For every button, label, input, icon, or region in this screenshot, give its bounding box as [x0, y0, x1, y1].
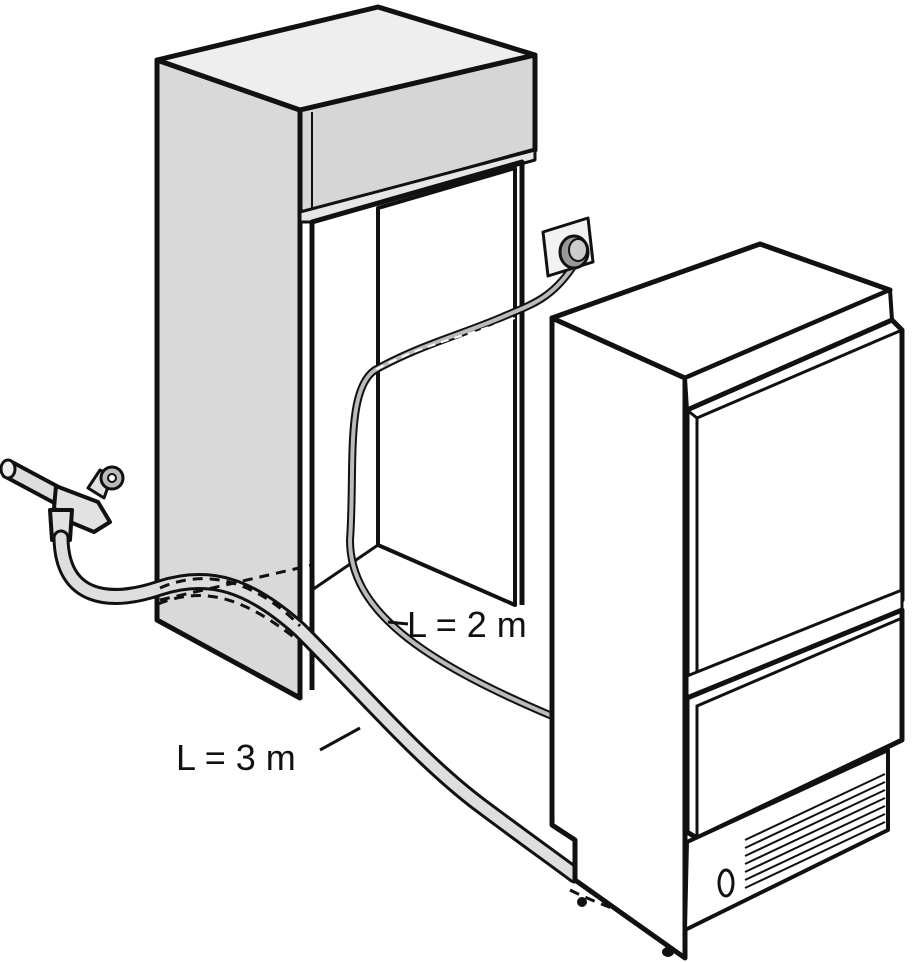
cabinet-opening-frame	[309, 159, 525, 690]
power-plug-icon	[558, 234, 590, 270]
water-hose-length-label: L = 3 m	[176, 737, 296, 778]
cabinet-housing	[154, 4, 538, 701]
ventilation-grille	[744, 773, 886, 889]
refrigerator	[549, 241, 905, 961]
power-cord-leader	[387, 620, 409, 626]
appliance-side	[549, 315, 688, 961]
plinth-badge	[717, 868, 735, 898]
power-cord-length-label: L = 2 m	[407, 604, 527, 645]
appliance-plinth	[683, 748, 890, 932]
power-cord	[345, 264, 576, 720]
water-tap-icon	[0, 458, 125, 542]
cabinet-niche-back	[376, 166, 517, 607]
water-hose-leader	[319, 726, 361, 752]
